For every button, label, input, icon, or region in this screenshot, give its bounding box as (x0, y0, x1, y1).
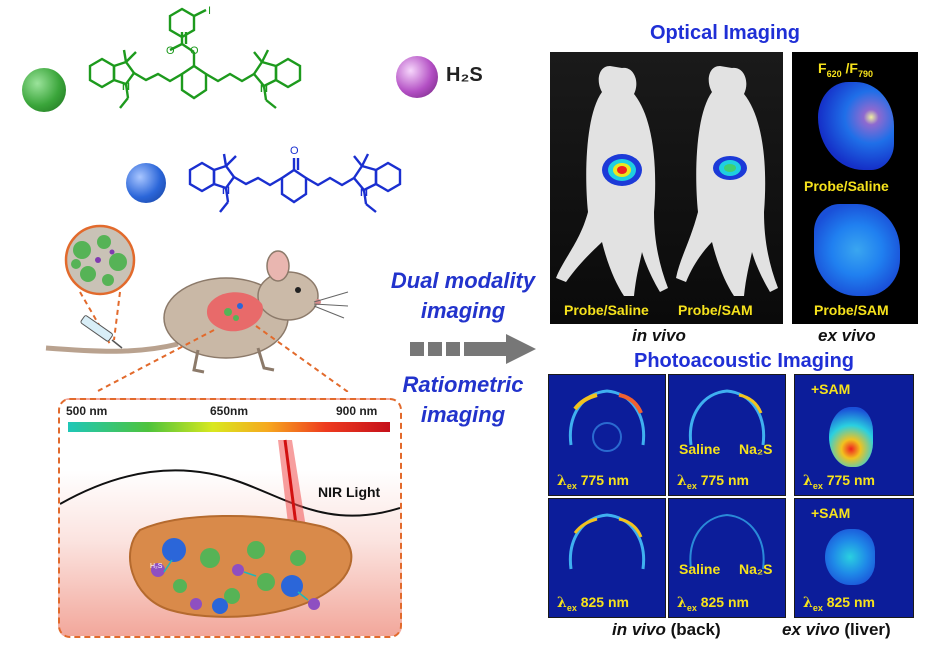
in-vivo-label: in vivo (632, 326, 686, 345)
pa-panel-r1c1: λex 775 nm (548, 374, 666, 496)
spectrum-label-500: 500 nm (66, 404, 108, 418)
pa-panel-r2c3: +SAM λex 825 nm (794, 498, 914, 618)
ratio-label: F620 /F790 (818, 60, 873, 79)
green-probe-structure: O O I N N (88, 5, 302, 109)
ex-vivo-liver-caption: ex vivo (liver) (782, 620, 891, 640)
pa-liver-image-r1 (829, 407, 873, 467)
pa-scan (689, 513, 765, 570)
photoacoustic-imaging-title: Photoacoustic Imaging (633, 350, 855, 372)
ex-vivo-label: ex vivo (818, 326, 876, 345)
liver-sam-image (814, 204, 900, 296)
pa-saline-label-r2: Saline (679, 561, 721, 577)
n-label-blue-left: N (222, 185, 230, 197)
pa-plus-sam-label-r2: +SAM (811, 505, 851, 521)
nir-light-label: NIR Light (318, 484, 381, 500)
n-plus-label: N (122, 81, 130, 93)
ester-o2-label: O (190, 45, 199, 57)
liver-saline-image (818, 82, 894, 170)
right-arrow (410, 334, 540, 364)
probe-sam-label: Probe/SAM (678, 302, 753, 318)
dual-modality-label: Dual modality (390, 268, 536, 293)
ex-vivo-liver-ital: ex vivo (782, 620, 840, 639)
imaging-label-2: imaging (420, 402, 506, 427)
in-vivo-back-ital: in vivo (612, 620, 666, 639)
n-label-blue-right: N (360, 187, 368, 199)
exvivo-probe-saline-label: Probe/Saline (804, 178, 889, 194)
purple-sphere (396, 56, 438, 98)
in-vivo-optical-panel: Probe/Saline Probe/SAM (550, 52, 783, 324)
pa-label-r1c2: λex 775 nm (677, 472, 749, 491)
exvivo-probe-sam-label: Probe/SAM (814, 302, 889, 318)
pa-scan (688, 389, 766, 446)
pa-label-r1c3: λex 775 nm (803, 472, 875, 491)
pa-panel-r2c1: λex 825 nm (548, 498, 666, 618)
in-vivo-back-caption: in vivo (back) (612, 620, 721, 640)
pa-panel-r1c2: Saline Na₂S λex 775 nm (668, 374, 786, 496)
iodine-label: I (208, 5, 211, 17)
pa-plus-sam-label-r1: +SAM (811, 381, 851, 397)
spectrum-label-650: 650nm (210, 404, 249, 418)
optical-imaging-title: Optical Imaging (649, 22, 801, 44)
mice-silhouettes (556, 66, 778, 296)
liver-box: 500 nm 650nm 900 nm H₂S NIR Light (58, 398, 402, 638)
ester-o-label: O (166, 45, 175, 57)
back-text: (back) (670, 620, 721, 639)
blue-sphere (126, 163, 166, 203)
spectrum-bar (68, 422, 390, 432)
pa-label-r2c1: λex 825 nm (557, 594, 629, 613)
pa-panel-r2c2: Saline Na₂S λex 825 nm (668, 498, 786, 618)
pa-liver-image-r2 (825, 529, 875, 585)
ex-vivo-optical-panel: F620 /F790 Probe/Saline Probe/SAM (792, 52, 918, 324)
green-sphere (22, 68, 66, 112)
pa-label-r1c1: λex 775 nm (557, 472, 629, 491)
spectrum-label-900: 900 nm (336, 404, 378, 418)
pa-label-r2c2: λex 825 nm (677, 594, 749, 613)
h2s-label: H₂S (446, 64, 483, 86)
pa-na2s-label-r2: Na₂S (739, 561, 773, 577)
ketone-o-label: O (290, 145, 299, 157)
pa-na2s-label-r1: Na₂S (739, 441, 773, 457)
liver-text: (liver) (844, 620, 891, 639)
pa-scan (568, 389, 646, 452)
probe-saline-label: Probe/Saline (564, 302, 649, 318)
liver-h2s-label: H₂S (150, 563, 163, 570)
ratiometric-label: Ratiometric (402, 372, 524, 397)
blue-product-structure: O N N (188, 145, 402, 213)
n-label-green: N (260, 83, 268, 95)
pa-scan (568, 513, 646, 570)
pa-saline-label-r1: Saline (679, 441, 721, 457)
liver-scene: H₂S (60, 439, 400, 618)
mouse-illustration (45, 224, 349, 392)
pa-panel-r1c3: +SAM λex 775 nm (794, 374, 914, 496)
imaging-label-1: imaging (420, 298, 506, 323)
pa-label-r2c3: λex 825 nm (803, 594, 875, 613)
